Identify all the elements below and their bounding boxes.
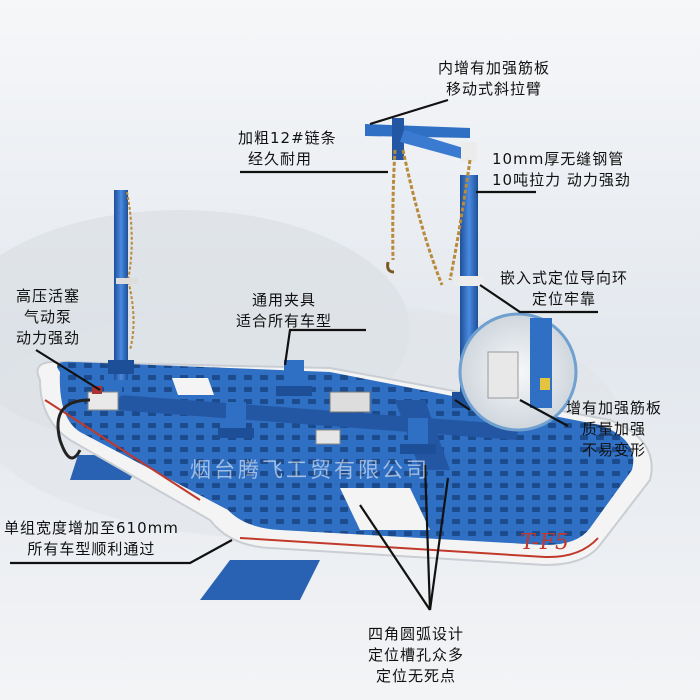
clamp-line-1: 通用夹具 <box>252 291 317 309</box>
arm-line-2: 移动式斜拉臂 <box>446 80 543 98</box>
watermark: 烟台腾飞工贸有限公司 <box>190 458 430 482</box>
corner-line-1: 四角圆弧设计 <box>368 625 465 643</box>
corner-line-2: 定位槽孔众多 <box>368 646 465 664</box>
chain-line-2: 经久耐用 <box>248 150 313 168</box>
chains <box>386 149 472 286</box>
width-line-2: 所有车型顺利通过 <box>27 540 156 558</box>
arm-line-1: 内增有加强筋板 <box>438 59 551 77</box>
ring-annotation: 嵌入式定位导向环 定位牢靠 <box>500 268 628 310</box>
model-label: T-F5 <box>518 530 571 555</box>
rib-line-2: 质量加强 <box>582 420 647 438</box>
chain-annotation: 加粗12#链条 经久耐用 <box>238 128 337 170</box>
left-tower <box>108 190 138 380</box>
detail-inset <box>458 312 578 432</box>
tube-line-2: 10吨拉力 动力强劲 <box>492 171 631 189</box>
clamp-fixtures <box>104 360 436 454</box>
pump-line-1: 高压活塞 <box>16 287 81 305</box>
pump-line-3: 动力强劲 <box>16 329 81 347</box>
rib-line-3: 不易变形 <box>582 441 647 459</box>
clamp-annotation: 通用夹具 适合所有车型 <box>236 290 332 332</box>
callout-lines <box>10 98 598 611</box>
rib-line-1: 增有加强筋板 <box>566 399 663 417</box>
tube-annotation: 10mm厚无缝钢管 10吨拉力 动力强劲 <box>492 149 631 191</box>
ring-line-1: 嵌入式定位导向环 <box>500 269 629 287</box>
pump-annotation: 高压活塞 气动泵 动力强劲 <box>16 286 80 349</box>
ring-line-2: 定位牢靠 <box>532 290 597 308</box>
clamp-line-2: 适合所有车型 <box>236 312 333 330</box>
width-annotation: 单组宽度增加至610mm 所有车型顺利通过 <box>4 518 179 560</box>
rib-annotation: 增有加强筋板 质量加强 不易变形 <box>566 398 662 461</box>
corner-line-3: 定位无死点 <box>376 667 457 685</box>
tube-line-1: 10mm厚无缝钢管 <box>492 150 625 168</box>
tool-boxes <box>315 391 371 445</box>
pump-line-2: 气动泵 <box>24 308 73 326</box>
diagonal-pull-arm <box>365 118 477 162</box>
arm-annotation: 内增有加强筋板 移动式斜拉臂 <box>438 58 550 100</box>
air-pump <box>56 386 119 460</box>
width-line-1: 单组宽度增加至610mm <box>4 519 179 537</box>
corner-annotation: 四角圆弧设计 定位槽孔众多 定位无死点 <box>368 624 464 687</box>
chain-line-1: 加粗12#链条 <box>238 129 337 147</box>
